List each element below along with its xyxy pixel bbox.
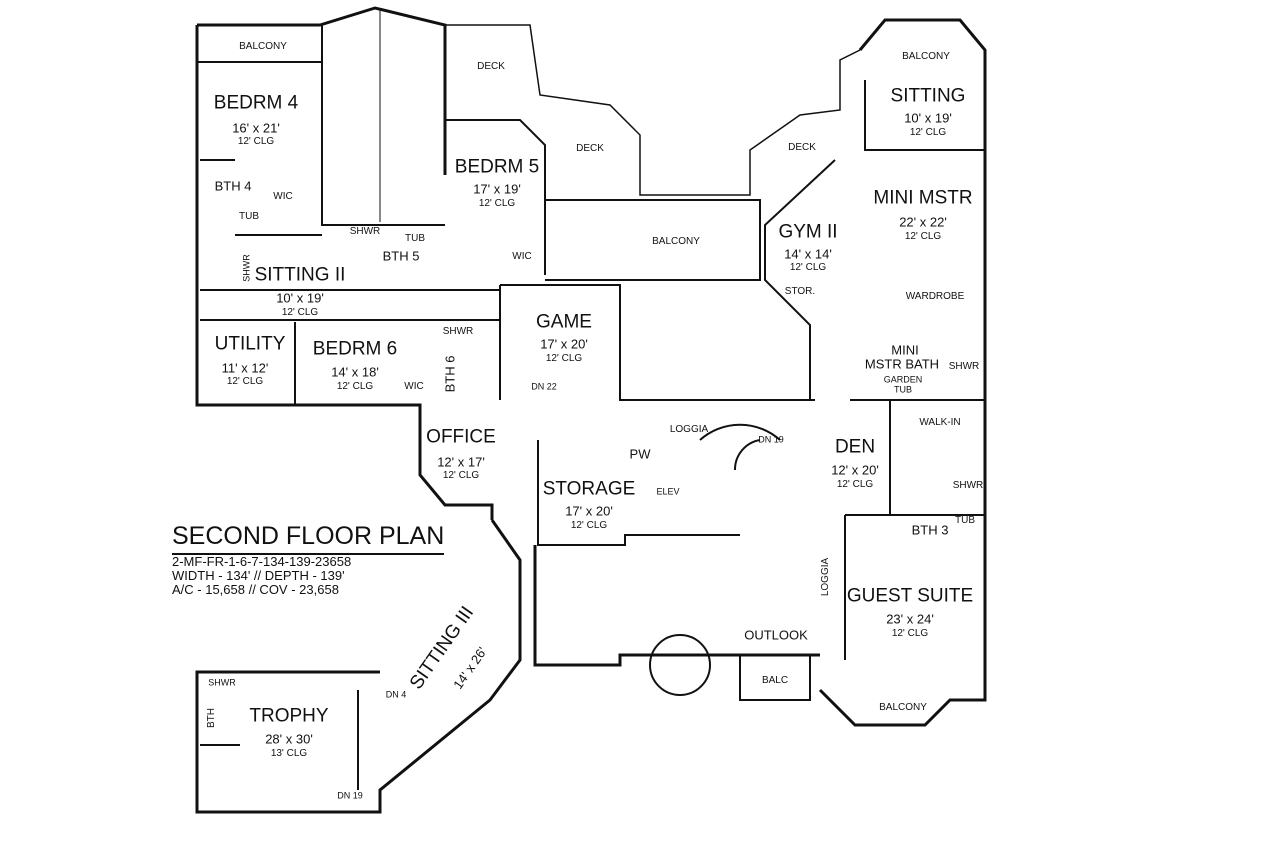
bath-label: MINI: [891, 342, 919, 358]
room-ceiling: 12' CLG: [281, 307, 319, 318]
room-ceiling: 12' CLG: [478, 198, 516, 209]
balcony-label: BALCONY: [902, 51, 950, 62]
room-name: DEN: [834, 436, 876, 458]
outlook-label: OUTLOOK: [744, 627, 808, 643]
storage-label: STOR.: [784, 286, 816, 297]
room-ceiling: 12' CLG: [226, 376, 264, 387]
stair-label: DN 19: [337, 790, 363, 801]
stair-label: DN 4: [385, 689, 407, 700]
deck-label: DECK: [477, 61, 505, 72]
wardrobe-label: WARDROBE: [905, 291, 965, 302]
stair-label: DN 19: [758, 434, 784, 445]
room-name: BEDRM 6: [312, 338, 398, 360]
room-name: OFFICE: [426, 426, 496, 448]
plan-dimensions: WIDTH - 134' // DEPTH - 139': [172, 568, 345, 583]
tub-label: TUB: [894, 384, 912, 395]
room-ceiling: 13' CLG: [270, 748, 308, 759]
room-size: 28' x 30': [265, 731, 313, 747]
room-name: MINI MSTR: [873, 187, 973, 209]
room-ceiling: 12' CLG: [836, 479, 874, 490]
bath-label: MSTR BATH: [864, 356, 940, 372]
room-size: 17' x 20': [565, 503, 613, 519]
tub-label: TUB: [955, 515, 975, 526]
room-size: 10' x 19': [276, 290, 324, 306]
stair-label: DN 22: [531, 381, 557, 392]
room-size: 14' x 18': [331, 364, 379, 380]
room-name: STORAGE: [542, 478, 636, 500]
balcony-label: BALCONY: [652, 236, 700, 247]
room-ceiling: 12' CLG: [336, 381, 374, 392]
tub-label: GARDEN: [883, 374, 923, 385]
room-size: 23' x 24': [886, 611, 934, 627]
room-name: UTILITY: [214, 333, 286, 355]
room-size: 12' x 20': [831, 462, 879, 478]
elevator-label: ELEV: [656, 486, 680, 497]
shower-label: SHWR: [349, 226, 381, 237]
tub-label: TUB: [405, 233, 425, 244]
walk-in-label: WALK-IN: [919, 417, 961, 428]
room-name: SITTING II: [254, 264, 346, 286]
deck-label: DECK: [576, 143, 604, 154]
shower-label: SHWR: [952, 480, 984, 491]
bath-label: BTH 5: [382, 248, 420, 264]
room-size: 17' x 19': [473, 181, 521, 197]
bath-label: BTH 3: [911, 522, 949, 538]
balcony-label: BALCONY: [239, 41, 287, 52]
room-name: GUEST SUITE: [846, 585, 974, 607]
room-name: GAME: [536, 311, 592, 333]
room-size: 12' x 17': [437, 454, 485, 470]
room-name: TROPHY: [249, 705, 329, 727]
room-size: 22' x 22': [899, 214, 947, 230]
room-ceiling: 12' CLG: [237, 136, 275, 147]
wic-label: WIC: [273, 191, 293, 202]
bath-label: BTH 6: [442, 355, 458, 393]
shower-label: SHWR: [241, 254, 252, 282]
room-ceiling: 12' CLG: [442, 470, 480, 481]
shower-label: SHWR: [442, 326, 474, 337]
plan-number: 2-MF-FR-1-6-7-134-139-23658: [172, 554, 352, 569]
room-ceiling: 12' CLG: [545, 353, 583, 364]
room-size: 14' x 14': [784, 246, 832, 262]
room-ceiling: 12' CLG: [789, 262, 827, 273]
room-ceiling: 12' CLG: [909, 127, 947, 138]
powder-label: PW: [629, 446, 651, 462]
room-ceiling: 12' CLG: [904, 231, 942, 242]
room-name: SITTING: [890, 85, 966, 107]
room-size: 10' x 19': [904, 110, 952, 126]
shower-label: SHWR: [208, 677, 236, 688]
wic-label: WIC: [404, 381, 424, 392]
plan-title: SECOND FLOOR PLAN: [172, 522, 445, 555]
room-name: BEDRM 5: [454, 156, 540, 178]
room-size: 17' x 20': [540, 336, 588, 352]
loggia-label: LOGGIA: [669, 424, 709, 435]
room-ceiling: 12' CLG: [570, 520, 608, 531]
plan-area: A/C - 15,658 // COV - 23,658: [172, 582, 339, 597]
bath-label: BTH 4: [214, 178, 252, 194]
bath-label: BTH: [206, 708, 217, 728]
room-ceiling: 12' CLG: [891, 628, 929, 639]
room-size: 11' x 12': [221, 360, 269, 376]
room-name: GYM II: [778, 221, 838, 243]
shower-label: SHWR: [948, 361, 980, 372]
balc-label: BALC: [761, 675, 789, 686]
room-name: BEDRM 4: [213, 92, 299, 114]
tub-label: TUB: [239, 211, 259, 222]
room-size: 16' x 21': [232, 120, 280, 136]
deck-label: DECK: [788, 142, 816, 153]
balcony-label: BALCONY: [879, 702, 927, 713]
loggia-label: LOGGIA: [820, 557, 831, 597]
wic-label: WIC: [512, 251, 532, 262]
